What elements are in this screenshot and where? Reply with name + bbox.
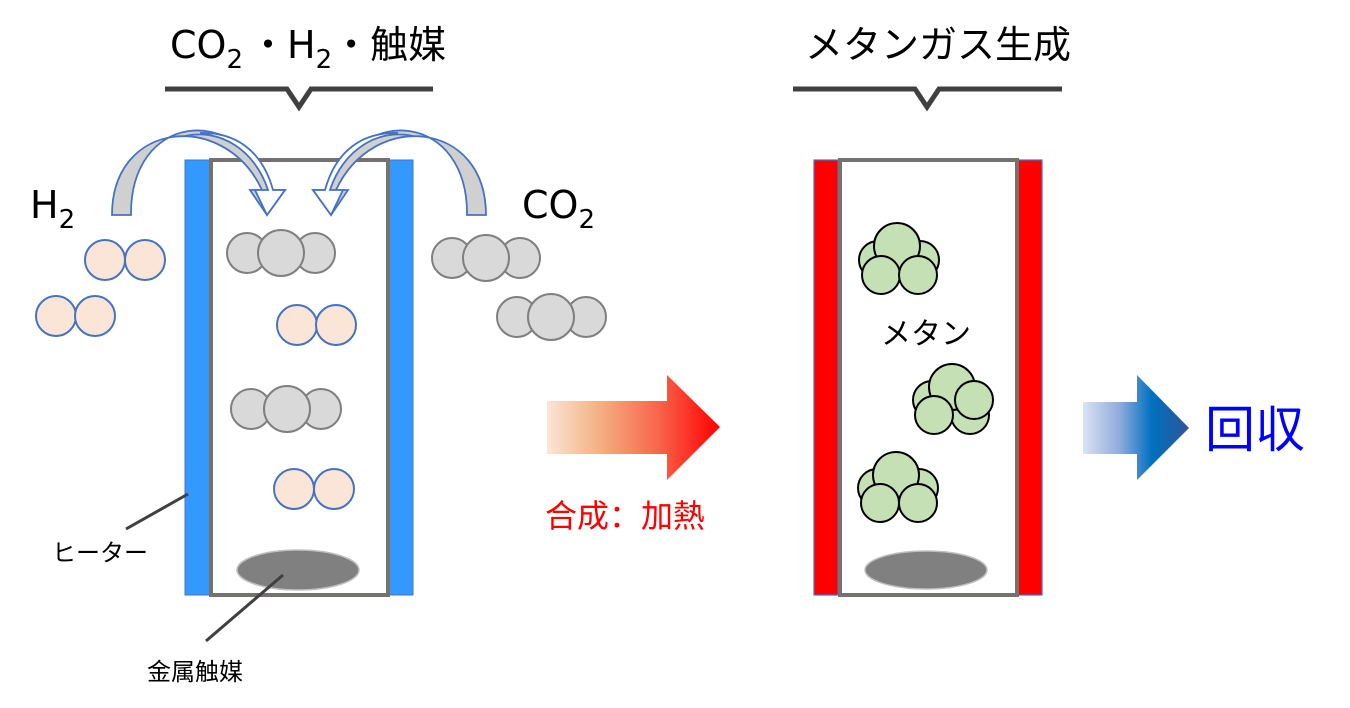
h2-inlet-arrow: [111, 129, 287, 217]
heading-h: H: [287, 23, 316, 67]
catalyst-callout-line: [205, 573, 284, 643]
left-vessel: [209, 158, 390, 597]
methane-molecule: [857, 451, 939, 523]
right-metal-catalyst: [864, 550, 988, 590]
heading-dot-2: ・: [332, 23, 370, 67]
right-brace: [793, 86, 1062, 112]
catalyst-label: 金属触媒: [147, 658, 243, 686]
co2-molecule: [226, 229, 336, 277]
h2-molecule: [84, 239, 166, 281]
right-heading: メタンガス生成: [805, 23, 1071, 67]
co2-molecule: [496, 293, 607, 341]
heater-callout-line: [125, 492, 189, 531]
methane-label: メタン: [881, 317, 971, 352]
recovery-arrow-icon: [1083, 375, 1189, 480]
right-heater-left: [813, 159, 839, 596]
right-vessel: [838, 158, 1019, 597]
methane-molecule: [912, 363, 994, 435]
heading-sub-2: 2: [226, 45, 243, 75]
left-brace: [165, 86, 433, 112]
svg-text:CO2・H2・触媒: CO2・H2・触媒: [170, 23, 446, 75]
h2-molecule: [35, 295, 116, 337]
h2-molecule: [276, 304, 357, 346]
left-heading: CO2・H2・触媒: [170, 23, 446, 75]
h2-label: H2: [30, 183, 75, 235]
co2-label: CO2: [522, 183, 595, 235]
process-arrow-icon: [547, 375, 720, 480]
heater-label: ヒーター: [52, 539, 148, 567]
h2-molecule: [273, 468, 355, 510]
heading-catalyst: 触媒: [370, 23, 446, 67]
metal-catalyst: [236, 549, 360, 591]
methane-molecule: [858, 222, 940, 295]
left-heater-left: [184, 159, 211, 596]
co2-molecule: [230, 385, 342, 433]
co2-molecule: [431, 234, 541, 282]
heading-sub-2b: 2: [316, 45, 333, 75]
heading-dot: ・: [249, 23, 287, 67]
heading-co: CO: [170, 23, 226, 67]
process-label: 合成：加熱: [545, 497, 705, 535]
recovery-label: 回収: [1205, 401, 1305, 459]
left-heater-right: [387, 159, 414, 596]
right-heater-right: [1017, 159, 1043, 596]
co2-inlet-arrow: [311, 129, 487, 217]
